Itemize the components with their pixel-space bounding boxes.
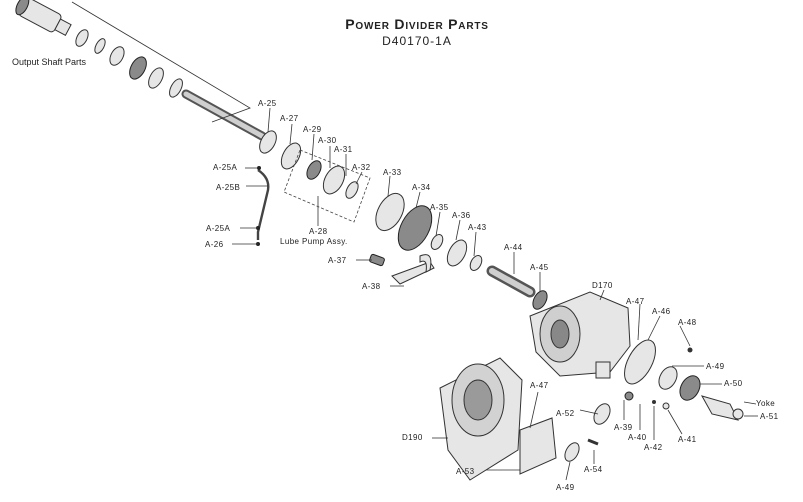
callout-a27: A-27 (280, 114, 299, 123)
output-shaft-parts-label: Output Shaft Parts (12, 57, 87, 67)
callout-a25: A-25 (258, 99, 277, 108)
diagram-part-number: D40170-1A (382, 34, 452, 48)
power-divider-gears (259, 130, 548, 310)
callout-a46: A-46 (652, 307, 671, 316)
callout-a36: A-36 (452, 211, 471, 220)
callout-a52: A-52 (556, 409, 575, 418)
callout-a44: A-44 (504, 243, 523, 252)
callout-a37: A-37 (328, 256, 347, 265)
callout-a51: A-51 (760, 412, 779, 421)
callout-a28: A-28 (309, 227, 328, 236)
lube-tube (256, 166, 270, 246)
callout-a26: A-26 (205, 240, 224, 249)
callout-a25a-top: A-25A (213, 163, 237, 172)
callout-a40: A-40 (628, 433, 647, 442)
shift-fork (369, 253, 435, 285)
callout-a32: A-32 (352, 163, 371, 172)
callout-lube-pump: Lube Pump Assy. (280, 237, 348, 246)
d190-housing (439, 357, 670, 481)
callout-a30: A-30 (318, 136, 337, 145)
callout-a45: A-45 (530, 263, 549, 272)
output-shaft-assembly (15, 0, 267, 141)
callout-a53: A-53 (456, 467, 475, 476)
callout-a29: A-29 (303, 125, 322, 134)
callout-a48: A-48 (678, 318, 697, 327)
callout-a35: A-35 (430, 203, 449, 212)
callout-labels: A-25 A-27 A-29 A-30 A-31 A-32 A-33 A-34 … (205, 99, 779, 492)
callout-a47-top: A-47 (626, 297, 645, 306)
callout-a41: A-41 (678, 435, 697, 444)
callout-a43: A-43 (468, 223, 487, 232)
leader-lines (232, 107, 758, 481)
diagram-title: Power Divider Parts (345, 16, 489, 32)
callout-a39: A-39 (614, 423, 633, 432)
d170-housing (529, 291, 744, 421)
callout-a34: A-34 (412, 183, 431, 192)
callout-a33: A-33 (383, 168, 402, 177)
callout-a25b: A-25B (216, 183, 240, 192)
callout-a54: A-54 (584, 465, 603, 474)
callout-a42: A-42 (644, 443, 663, 452)
callout-d170: D170 (592, 281, 613, 290)
callout-a49-top: A-49 (706, 362, 725, 371)
callout-a50: A-50 (724, 379, 743, 388)
callout-a38: A-38 (362, 282, 381, 291)
callout-a49-bottom: A-49 (556, 483, 575, 492)
callout-d190: D190 (402, 433, 423, 442)
callout-a47-bottom: A-47 (530, 381, 549, 390)
callout-a31: A-31 (334, 145, 353, 154)
callout-yoke: Yoke (756, 399, 775, 408)
callout-a25a-bottom: A-25A (206, 224, 230, 233)
